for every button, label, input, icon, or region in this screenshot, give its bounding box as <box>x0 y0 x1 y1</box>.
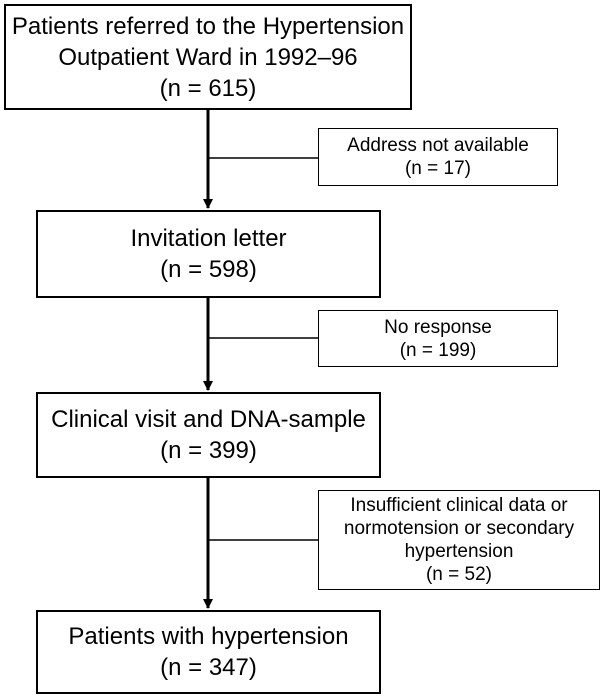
step-invitation-letter-box: Invitation letter (n = 598) <box>36 210 381 298</box>
exclusion-address-line-1: Address not available <box>347 135 529 156</box>
exclusion-insufficient-data-line-2: normotension or secondary <box>343 518 575 539</box>
exclusion-insufficient-data-line-1: Insufficient clinical data or <box>350 495 568 516</box>
step-referred-patients-line-2: Outpatient Ward in 1992–96 <box>58 43 358 71</box>
step-clinical-visit-count: (n = 399) <box>160 437 257 464</box>
step-invitation-letter-line-1: Invitation letter <box>130 225 287 252</box>
exclusion-insufficient-data-box: Insufficient clinical data or normotensi… <box>318 490 600 590</box>
step-patients-hypertension-line-1: Patients with hypertension <box>68 623 349 650</box>
exclusion-no-response-count: (n = 199) <box>399 339 477 361</box>
step-patients-hypertension-count: (n = 347) <box>160 654 257 681</box>
exclusion-address-box: Address not available (n = 17) <box>318 128 558 186</box>
step-referred-patients-count: (n = 615) <box>159 74 257 102</box>
step-referred-patients-box: Patients referred to the Hypertension Ou… <box>4 4 412 110</box>
step-referred-patients-line-1: Patients referred to the Hypertension <box>11 12 405 40</box>
exclusion-insufficient-data-count: (n = 52) <box>425 564 492 585</box>
exclusion-address-count: (n = 17) <box>404 158 471 179</box>
exclusion-no-response-box: No response (n = 199) <box>318 310 558 367</box>
exclusion-insufficient-data-line-3: hypertension <box>404 541 514 562</box>
step-clinical-visit-box: Clinical visit and DNA-sample (n = 399) <box>36 392 381 478</box>
step-invitation-letter-count: (n = 598) <box>160 256 257 283</box>
exclusion-no-response-line-1: No response <box>384 316 492 338</box>
step-patients-hypertension-box: Patients with hypertension (n = 347) <box>36 610 381 694</box>
step-clinical-visit-line-1: Clinical visit and DNA-sample <box>51 406 366 433</box>
